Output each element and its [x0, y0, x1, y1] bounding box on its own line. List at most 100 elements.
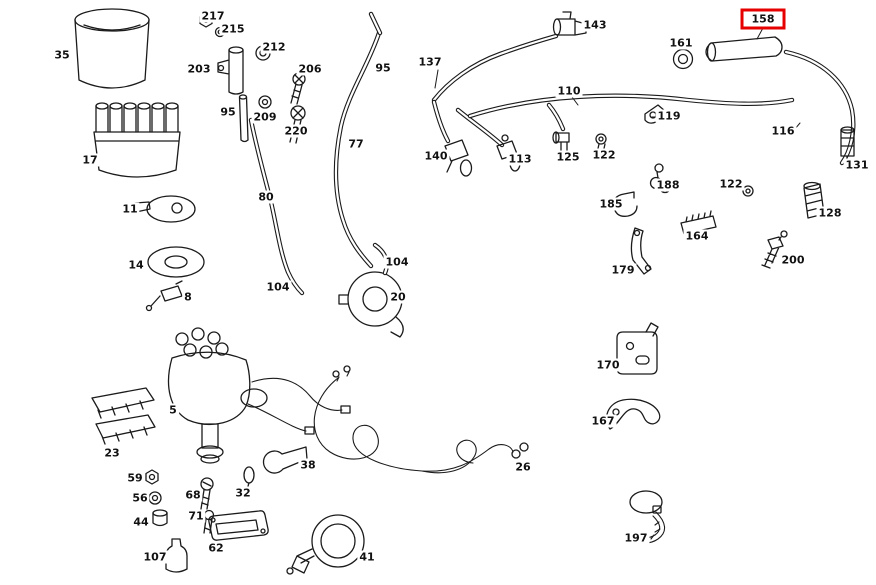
part-label-188[interactable]: 188: [654, 178, 682, 192]
part-number-text: 5: [169, 403, 177, 417]
hose-77-drawing: [333, 30, 382, 269]
part-label-140[interactable]: 140: [422, 149, 450, 163]
part-number-text: 44: [133, 515, 149, 529]
part-label-200[interactable]: 200: [779, 253, 807, 267]
part-161-drawing: [672, 48, 694, 70]
part-label-185[interactable]: 185: [597, 197, 625, 211]
part-label-59[interactable]: 59: [125, 471, 145, 485]
part-label-220[interactable]: 220: [282, 124, 310, 138]
part-number-text: 164: [685, 229, 709, 243]
part-number-text: 59: [127, 471, 143, 485]
part-number-text: 14: [128, 258, 144, 272]
part-label-35[interactable]: 35: [52, 48, 72, 62]
part-label-217[interactable]: 217: [199, 9, 227, 23]
part-label-128[interactable]: 128: [816, 206, 844, 220]
part-17-drawing: [93, 102, 181, 178]
part-label-20[interactable]: 20: [388, 290, 408, 304]
part-label-206[interactable]: 206: [296, 62, 324, 76]
part-label-215[interactable]: 215: [219, 22, 247, 36]
part-label-38[interactable]: 38: [298, 458, 318, 472]
part-label-107[interactable]: 107: [141, 550, 169, 564]
part-label-62[interactable]: 62: [206, 541, 226, 555]
part-107-drawing: [165, 538, 188, 573]
part-label-104[interactable]: 104: [264, 280, 292, 294]
part-number-text: 68: [185, 488, 201, 502]
part-200-drawing: [761, 230, 788, 269]
part-label-44[interactable]: 44: [131, 515, 151, 529]
part-label-80[interactable]: 80: [256, 190, 276, 204]
part-label-179[interactable]: 179: [609, 263, 637, 277]
part-label-137[interactable]: 137: [416, 55, 444, 69]
part-203-drawing: [217, 46, 244, 95]
part-label-161[interactable]: 161: [667, 36, 695, 50]
part-number-text: 122: [592, 148, 616, 162]
part-number-text: 215: [221, 22, 245, 36]
part-number-text: 200: [781, 253, 805, 267]
part-label-122[interactable]: 122: [717, 177, 745, 191]
part-label-116[interactable]: 116: [769, 124, 797, 138]
part-number-text: 95: [220, 105, 236, 119]
part-14-drawing: [147, 246, 205, 278]
part-label-143[interactable]: 143: [581, 18, 609, 32]
part-label-167[interactable]: 167: [589, 414, 617, 428]
part-122-nut-drawing: [742, 185, 754, 197]
cable-137-drawing: [431, 33, 559, 148]
part-label-119[interactable]: 119: [655, 109, 683, 123]
part-number-text: 203: [187, 62, 211, 76]
part-number-text: 179: [611, 263, 635, 277]
part-label-56[interactable]: 56: [130, 491, 150, 505]
part-164-drawing: [680, 210, 717, 235]
part-label-212[interactable]: 212: [260, 40, 288, 54]
part-179-drawing: [630, 227, 652, 275]
part-number-text: 62: [208, 541, 224, 555]
part-label-41[interactable]: 41: [357, 550, 377, 564]
part-number-text: 170: [596, 358, 620, 372]
cable-116-drawing: [783, 49, 856, 166]
part-number-text: 206: [298, 62, 322, 76]
part-label-23[interactable]: 23: [102, 446, 122, 460]
part-label-8[interactable]: 8: [182, 290, 194, 304]
part-label-14[interactable]: 14: [126, 258, 146, 272]
part-number-text: 32: [235, 486, 251, 500]
part-number-text: 161: [669, 36, 693, 50]
part-number-text: 56: [132, 491, 148, 505]
part-label-26[interactable]: 26: [513, 460, 533, 474]
part-label-77[interactable]: 77: [346, 137, 366, 151]
part-62-drawing: [208, 510, 269, 541]
part-label-5[interactable]: 5: [167, 403, 179, 417]
part-label-32[interactable]: 32: [233, 486, 253, 500]
part-number-text: 80: [258, 190, 274, 204]
part-number-text: 77: [348, 137, 364, 151]
hose-95-stub-drawing: [368, 11, 383, 36]
part-label-68[interactable]: 68: [183, 488, 203, 502]
part-label-125[interactable]: 125: [554, 150, 582, 164]
part-label-71[interactable]: 71: [186, 509, 206, 523]
hose-80-drawing: [248, 117, 305, 296]
part-label-158[interactable]: 158: [740, 8, 786, 30]
part-label-203[interactable]: 203: [185, 62, 213, 76]
part-label-11[interactable]: 11: [120, 202, 140, 216]
part-number-text: 217: [201, 9, 225, 23]
part-number-text: 131: [845, 158, 869, 172]
part-label-110[interactable]: 110: [555, 84, 583, 98]
part-197-drawing: [625, 490, 666, 544]
part-label-209[interactable]: 209: [251, 110, 279, 124]
part-number-text: 209: [253, 110, 277, 124]
part-label-131[interactable]: 131: [843, 158, 871, 172]
part-label-104[interactable]: 104: [383, 255, 411, 269]
part-label-95[interactable]: 95: [373, 61, 393, 75]
part-number-text: 110: [557, 84, 581, 98]
part-number-text: 23: [104, 446, 120, 460]
part-label-113[interactable]: 113: [506, 152, 534, 166]
part-label-170[interactable]: 170: [594, 358, 622, 372]
part-label-197[interactable]: 197: [622, 531, 650, 545]
part-number-text: 41: [359, 550, 375, 564]
part-label-95[interactable]: 95: [218, 105, 238, 119]
part-number-text: 143: [583, 18, 607, 32]
part-44-drawing: [152, 509, 168, 527]
part-label-164[interactable]: 164: [683, 229, 711, 243]
part-label-17[interactable]: 17: [80, 153, 100, 167]
part-number-text: 116: [771, 124, 795, 138]
part-label-122[interactable]: 122: [590, 148, 618, 162]
part-number-text: 26: [515, 460, 531, 474]
